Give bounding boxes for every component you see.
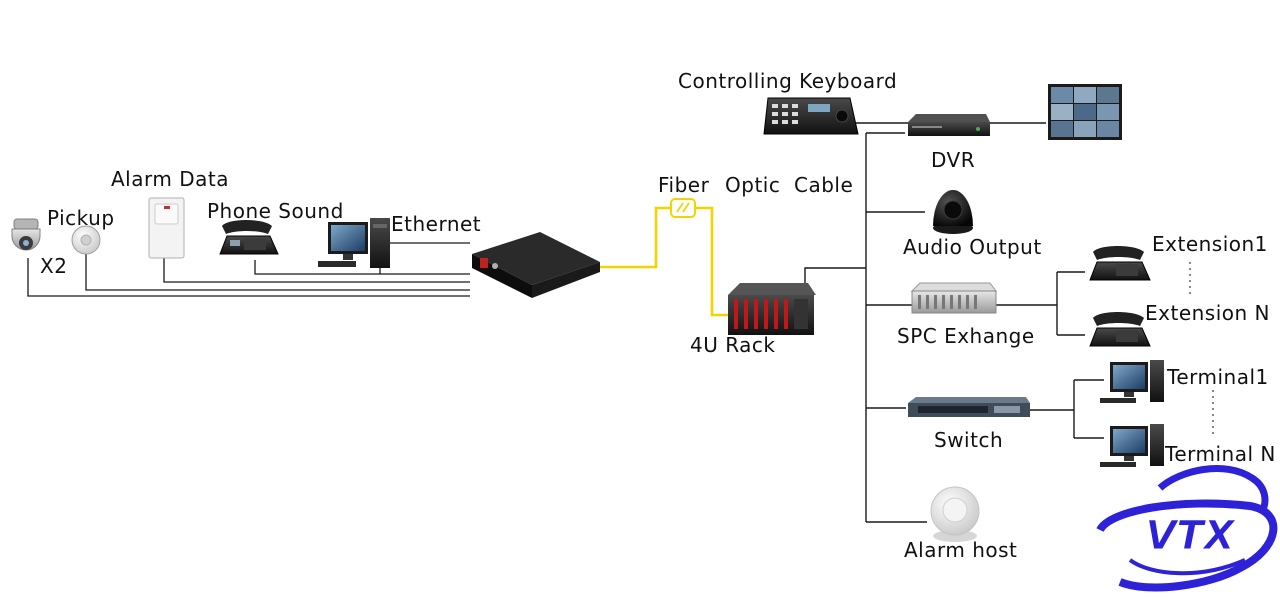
extension-phone-n-icon (1089, 312, 1151, 347)
audio-speaker-icon (933, 190, 973, 234)
terminal-n-computer-icon (1100, 424, 1164, 467)
left-wires (27, 242, 470, 297)
pickup-microphone-icon (71, 225, 101, 255)
vtx-logo (1096, 465, 1278, 592)
dome-camera-icon (11, 218, 41, 251)
dvr-label: DVR (931, 148, 976, 172)
spc-exchange-icon (910, 282, 997, 314)
fiber-label-word-1: Fiber (658, 173, 710, 197)
pickup-label: Pickup (47, 206, 115, 230)
controlling-keyboard-label: Controlling Keyboard (678, 69, 898, 93)
rack-label: 4U Rack (690, 333, 776, 357)
audio-output-label: Audio Output (903, 235, 1042, 259)
terminal-1-label: Terminal1 (1167, 365, 1269, 389)
rack-4u-icon (728, 283, 816, 335)
terminal-1-computer-icon (1100, 360, 1164, 403)
dotted-continuation-lines (1189, 262, 1214, 438)
phone-sound-label: Phone Sound (207, 199, 344, 223)
fiber-label-word-2: Optic (725, 173, 781, 197)
fiber-transmitter-icon (472, 232, 600, 298)
fiber-optic-cable (596, 206, 728, 317)
extension-phone-1-icon (1089, 246, 1151, 281)
vtx-logo-text: VTX (1145, 513, 1236, 559)
extension-1-label: Extension1 (1152, 232, 1268, 256)
alarm-host-icon (930, 486, 980, 542)
network-switch-icon (908, 397, 1030, 417)
right-wires (804, 122, 1104, 523)
phone-sound-icon (219, 220, 279, 255)
ethernet-label: Ethernet (391, 212, 482, 236)
controlling-keyboard-icon (763, 97, 859, 135)
spc-exchange-label: SPC Exhange (897, 324, 1035, 348)
alarm-host-label: Alarm host (904, 538, 1018, 562)
terminal-n-label: Terminal N (1165, 442, 1276, 466)
ethernet-computer-icon (318, 218, 390, 268)
camera-count-label: X2 (40, 254, 68, 278)
switch-label: Switch (934, 428, 1004, 452)
dvr-icon (908, 114, 990, 136)
extension-n-label: Extension N (1145, 301, 1271, 325)
fiber-connector-icon (670, 198, 696, 218)
alarm-data-label: Alarm Data (111, 167, 229, 191)
monitor-wall-icon (1048, 84, 1122, 140)
alarm-sensor-icon (148, 197, 185, 259)
fiber-label-word-3: Cable (794, 173, 854, 197)
